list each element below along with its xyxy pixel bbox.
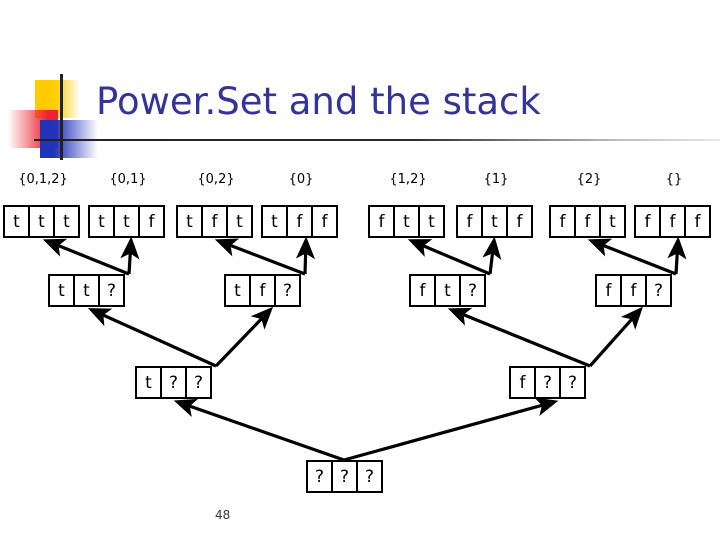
- stack-cell: t: [434, 274, 461, 307]
- stack-transition-arrow: [214, 306, 274, 368]
- stack-cell: t: [135, 366, 162, 399]
- stack-cell: ?: [356, 460, 383, 493]
- stack-cell: f: [409, 274, 436, 307]
- stack-cell: f: [574, 205, 601, 238]
- stack-cell: t: [176, 205, 203, 238]
- stack-cell: t: [226, 205, 253, 238]
- stack-transition-arrow: [295, 236, 316, 275]
- set-label: {0}: [288, 172, 314, 187]
- stack-cell: ?: [274, 274, 301, 307]
- page-number: 48: [215, 508, 231, 522]
- stack-cell: t: [88, 205, 115, 238]
- stack-transition-arrow: [587, 238, 677, 276]
- stack-cell: f: [201, 205, 228, 238]
- stack-cell: t: [261, 205, 288, 238]
- set-label: {0,2}: [197, 172, 235, 187]
- stack-cell: f: [509, 366, 536, 399]
- logo-vertical-rule: [60, 74, 63, 160]
- set-label: {1}: [483, 172, 509, 187]
- stack-cell: f: [684, 205, 711, 238]
- stack-transition-arrow: [120, 236, 140, 275]
- stack-transition-arrow: [87, 308, 217, 368]
- stack-cell: ?: [559, 366, 586, 399]
- set-label: {0,1,2}: [18, 172, 68, 187]
- stack-transition-arrow: [214, 238, 306, 276]
- stack-cell: ?: [645, 274, 672, 307]
- set-label: {0,1}: [109, 172, 147, 187]
- stack-cell: f: [634, 205, 661, 238]
- stack-transition-arrow: [407, 239, 491, 276]
- stack-transition-arrow: [173, 398, 345, 462]
- stack-cell: t: [53, 205, 80, 238]
- stack-cell: ?: [160, 366, 187, 399]
- stack-cell: t: [113, 205, 140, 238]
- stack-box-group: ???: [306, 460, 383, 493]
- stack-cell: ?: [459, 274, 486, 307]
- stack-cell: f: [595, 274, 622, 307]
- stack-cell: t: [28, 205, 55, 238]
- stack-cell: t: [48, 274, 75, 307]
- set-label: {}: [665, 172, 683, 187]
- stack-transition-arrow: [42, 238, 130, 276]
- stack-cell: ?: [306, 460, 333, 493]
- set-label: {2}: [576, 172, 602, 187]
- stack-cell: ?: [534, 366, 561, 399]
- stack-transition-arrow: [482, 236, 502, 275]
- title-underline-rule: [34, 139, 720, 141]
- stack-cell: f: [549, 205, 576, 238]
- stack-cell: f: [620, 274, 647, 307]
- stack-transition-arrow: [343, 397, 559, 462]
- stack-cell: t: [481, 205, 508, 238]
- stack-cell: t: [418, 205, 445, 238]
- stack-cell: f: [138, 205, 165, 238]
- stack-cell: t: [73, 274, 100, 307]
- stack-transition-arrow: [667, 236, 687, 275]
- stack-cell: f: [311, 205, 338, 238]
- stack-cell: f: [659, 205, 686, 238]
- stack-cell: t: [3, 205, 30, 238]
- stack-cell: t: [599, 205, 626, 238]
- stack-box-group: f??: [509, 366, 586, 399]
- stack-transition-arrow: [588, 306, 643, 368]
- set-label: {1,2}: [389, 172, 427, 187]
- stack-cell: t: [224, 274, 251, 307]
- stack-cell: f: [286, 205, 313, 238]
- stack-cell: f: [456, 205, 483, 238]
- stack-cell: f: [506, 205, 533, 238]
- page-title: Power.Set and the stack: [96, 80, 541, 123]
- stack-transition-arrow: [447, 307, 591, 368]
- stack-cell: f: [249, 274, 276, 307]
- stack-cell: ?: [185, 366, 212, 399]
- stack-cell: f: [368, 205, 395, 238]
- stack-box-group: t??: [135, 366, 212, 399]
- stack-cell: t: [393, 205, 420, 238]
- stack-cell: ?: [331, 460, 358, 493]
- stack-cell: ?: [98, 274, 125, 307]
